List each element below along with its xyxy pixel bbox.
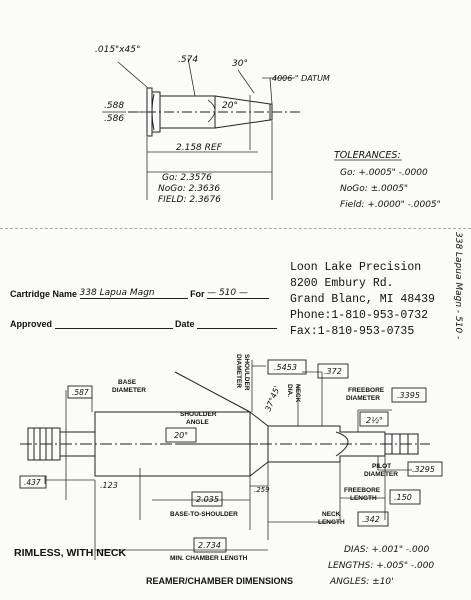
company-block: Loon Lake Precision 8200 Embury Rd. Gran… [290,260,435,340]
base-to-shoulder-value: 2.035 [196,495,219,504]
reamer-title: REAMER/CHAMBER DIMENSIONS [146,576,293,586]
cartridge-name-label: Cartridge Name [10,289,78,299]
pilot-diameter-label-1: PILOT [372,463,391,470]
shoulder-angle-label-1: SHOULDER [180,411,217,418]
tolerance-dias: DIAS: +.001" -.000 [344,545,429,555]
company-fax: Fax:1-810-953-0735 [290,325,415,338]
base-diameter-value: .587 [72,388,89,397]
base-diameter-label-2: DIAMETER [112,387,146,394]
tolerance-go: Go: +.0005" -.0000 [340,168,428,178]
shoulder-diameter-label-1: SHOULDER [243,354,250,391]
freebore-length-label-2: LENGTH [350,495,377,502]
neck-bevel-value: .015"x45° [95,45,140,55]
shoulder-dim-value: .574 [178,55,198,65]
reamer-dimension-lines [44,360,412,560]
freebore-diameter-label-1: FREEBORE [348,387,385,394]
nogo-length-value: NoGo: 2.3636 [158,184,220,194]
side-note: 338 Lapua Magn - 510 - [453,232,463,339]
section-divider [0,228,471,229]
rimless-label: RIMLESS, WITH NECK [14,547,126,559]
neck-dia-value: .372 [324,367,342,376]
freebore-length-value: .150 [394,493,412,502]
tolerance-lengths: LENGTHS: +.005" -.000 [328,561,434,571]
freebore-angle-value: 2½° [366,416,383,425]
base-dia-top-value: .588 [104,101,124,111]
approved-row: Approved Date [10,318,278,329]
shoulder-angle-label-2: ANGLE [186,419,209,426]
base-dia-bottom-value: .586 [104,114,124,124]
neck-length-label-2: LENGTH [318,519,345,526]
for-field[interactable]: — 510 — [207,288,270,299]
min-chamber-label: MIN. CHAMBER LENGTH [170,555,248,562]
shoulder-angle-value: 20° [174,431,188,440]
approved-label: Approved [10,319,53,329]
go-length-value: Go: 2.3576 [162,173,212,183]
company-name: Loon Lake Precision [290,261,422,274]
company-address1: 8200 Embury Rd. [290,277,394,290]
approved-field[interactable] [54,318,173,329]
angle-30-value: 30° [232,59,248,69]
tolerance-nogo: NoGo: ±.0005" [340,184,408,194]
datum-label: 4006 " DATUM [272,74,330,83]
cartridge-name-field[interactable]: 338 Lapua Magn [79,288,188,299]
neck-length-label-1: NECK [322,511,341,518]
rim-value: .123 [100,481,118,490]
ref-length-value: 2.158 REF [176,143,223,153]
min-chamber-value: 2.734 [198,541,221,550]
neck-length-value: .342 [362,515,380,524]
left-value: .437 [24,478,41,487]
base-diameter-label-1: BASE [118,379,137,386]
date-label: Date [175,319,195,329]
company-address2: Grand Blanc, MI 48439 [290,293,435,306]
shoulder-diameter-value: .5453 [274,363,297,372]
pilot-diameter-value: .3295 [412,465,435,474]
neck-dia-label-2: DIA. [286,384,293,397]
for-label: For [190,289,205,299]
freebore-diameter-value: .3395 [397,391,420,400]
neck-dia-label-1: NECK [294,384,301,403]
pilot-diameter-label-2: DIAMETER [364,471,398,478]
tolerances-title: TOLERANCES: [334,150,401,161]
shoulder-diameter-label-2: DIAMETER [235,354,242,388]
cartridge-outline [128,87,300,137]
freebore-diameter-label-2: DIAMETER [346,395,380,402]
field-length-value: FIELD: 2.3676 [158,195,221,205]
tolerance-field: Field: +.0000" -.0005" [340,200,441,210]
tolerance-angles: ANGLES: ±10' [329,577,394,587]
company-phone: Phone:1-810-953-0732 [290,309,429,322]
shoulder-length-value: .259 [254,486,270,494]
date-field[interactable] [197,318,278,329]
freebore-length-label-1: FREEBORE [344,487,381,494]
cartridge-name-row: Cartridge Name 338 Lapua Magn For — 510 … [10,288,270,299]
base-to-shoulder-label: BASE-TO-SHOULDER [170,511,238,518]
shoulder-angle-top-value: 20° [222,101,238,111]
cartridge-dimension-lines [117,57,295,200]
angle-note: 37°45' [264,385,282,413]
